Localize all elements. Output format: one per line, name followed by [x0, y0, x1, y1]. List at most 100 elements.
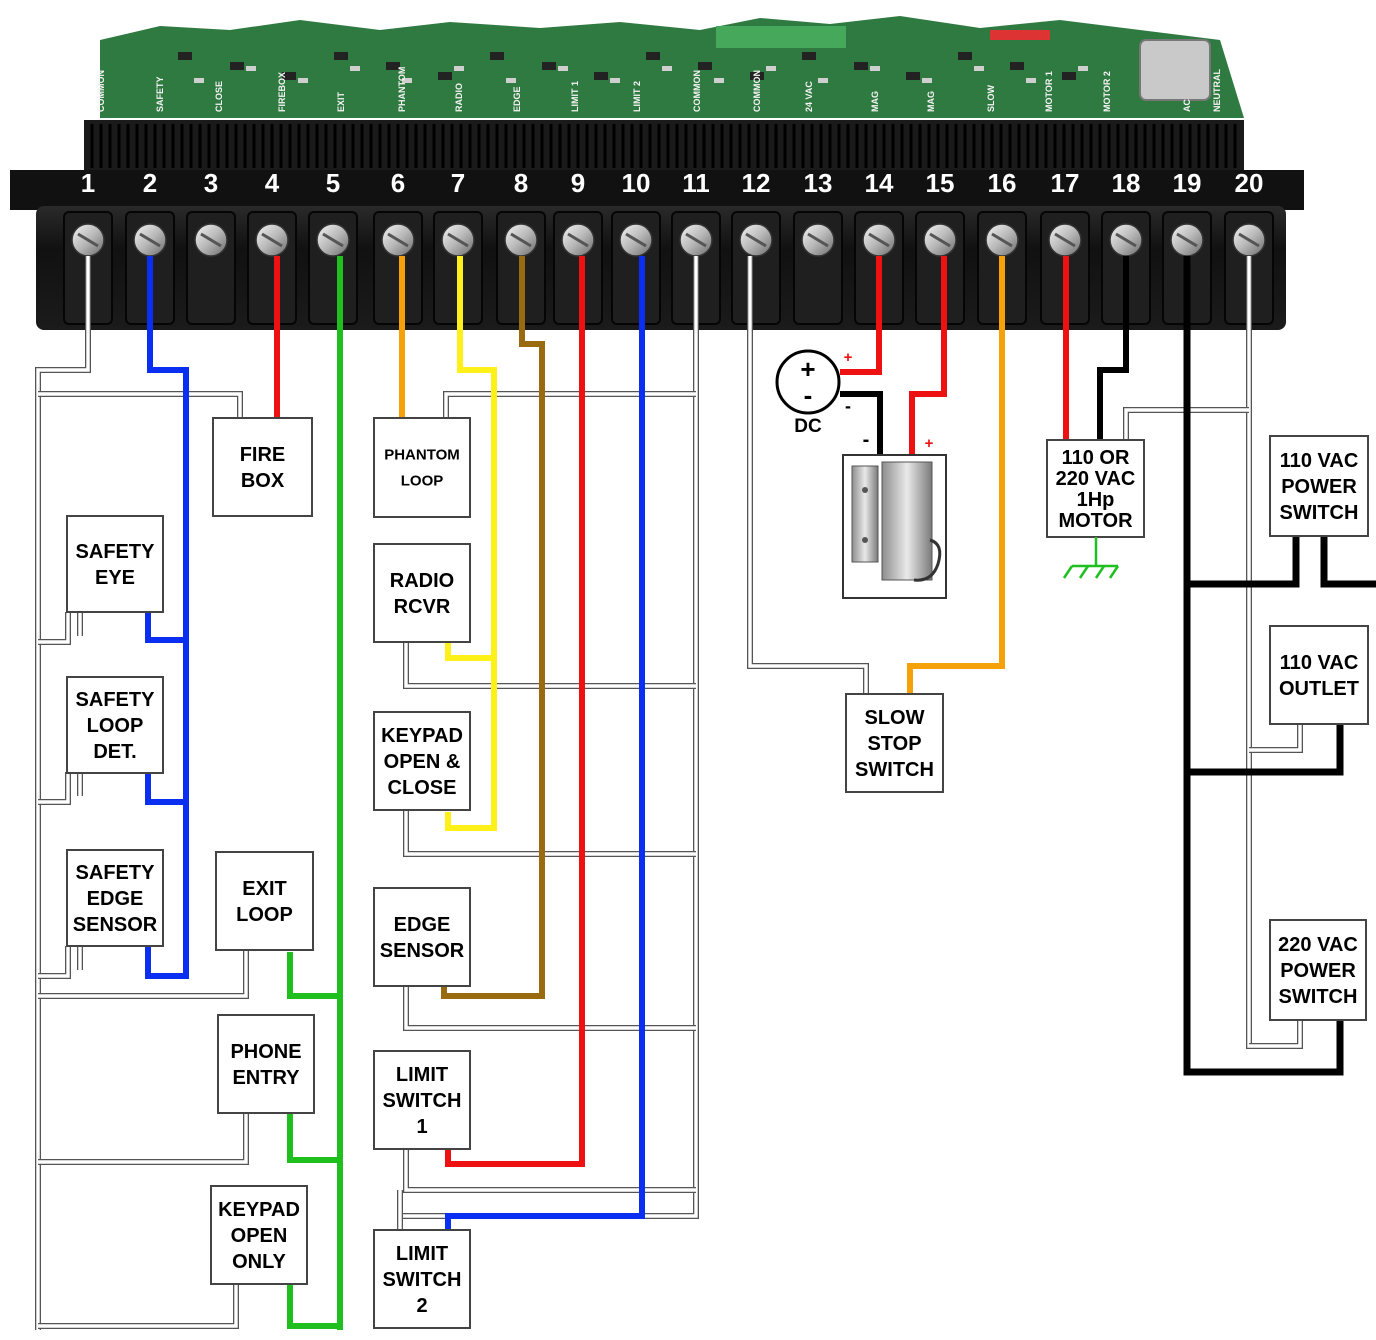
wire-common [404, 642, 696, 688]
wire-common [404, 1148, 696, 1192]
safety-edge-sensor-label: SENSOR [73, 914, 158, 936]
dc-plus-terminal: + [844, 349, 853, 366]
dc-label: DC [794, 416, 822, 437]
mag-lock-screw [862, 487, 868, 493]
pcb-label: MOTOR 1 [1044, 71, 1054, 112]
pcb-label: NEUTRAL [1212, 69, 1222, 112]
wire-common [38, 1112, 249, 1165]
pcb-chip [490, 52, 504, 60]
keypad-open-close-box [373, 711, 471, 811]
pcb-resistor [922, 78, 932, 83]
pcb-resistor [402, 78, 412, 83]
pcb-label: AC [1182, 99, 1192, 112]
power-switch-220vac-box [1269, 919, 1367, 1021]
pcb-chip [1062, 72, 1076, 80]
power-switch-110vac-label: POWER [1281, 476, 1357, 498]
terminal-screw-slot [991, 232, 1013, 248]
wire-common [38, 946, 70, 978]
phantom-loop-label: PHANTOM [384, 447, 460, 464]
wire-colored [145, 256, 189, 979]
terminal-number: 3 [204, 168, 218, 198]
pcb-label: EDGE [512, 86, 522, 112]
wire-common [36, 256, 90, 1330]
wire-colored [1187, 724, 1344, 776]
slow-stop-switch-label: SLOW [865, 707, 925, 729]
limit-switch-1-box [373, 1050, 471, 1150]
wire-common [443, 391, 696, 418]
dc-minus-terminal: - [845, 396, 851, 416]
safety-loop-detector-label: SAFETY [76, 689, 156, 711]
wire-common [1249, 1020, 1302, 1048]
pcb-resistor [1078, 66, 1088, 71]
keypad-open-close-label: CLOSE [388, 777, 457, 799]
wire-common [38, 772, 71, 805]
wire-colored [907, 256, 1005, 694]
safety-eye: SAFETY EYE [66, 515, 164, 613]
wire-common [404, 810, 696, 856]
terminal-number: 16 [988, 168, 1017, 198]
mag-lock-plate [851, 465, 879, 563]
pcb-connector [716, 26, 846, 48]
power-switch-110vac-label: SWITCH [1280, 502, 1359, 524]
gate-motor-label: 110 OR [1062, 447, 1130, 469]
wire-common [1247, 256, 1251, 1048]
terminal-screw-slot [745, 232, 767, 248]
pcb-resistor [350, 66, 360, 71]
mag-lock-magnet [881, 461, 933, 581]
terminal-screw-slot [1176, 232, 1198, 248]
phone-entry-label: ENTRY [232, 1067, 300, 1089]
wire-colored [840, 256, 882, 375]
pcb-resistor [246, 66, 256, 71]
pcb-resistor [558, 66, 568, 71]
terminal-number: 10 [622, 168, 651, 198]
dc-supply: + - DC + - [775, 349, 853, 437]
wire-common [38, 391, 243, 418]
terminal-screw-slot [685, 232, 707, 248]
pcb-label: COMMON [96, 70, 106, 112]
wire-common [38, 1112, 248, 1164]
keypad-open-close-label: KEYPAD [381, 725, 463, 747]
power-switch-220vac-label: SWITCH [1279, 986, 1358, 1008]
safety-eye-box [66, 515, 164, 613]
pcb-fuse [990, 30, 1050, 40]
safety-eye-label: EYE [95, 567, 135, 589]
dc-plus-sign: + [800, 354, 815, 384]
limit-switch-2-box [373, 1229, 471, 1329]
terminal-screw-slot [1115, 232, 1137, 248]
safety-eye-label: SAFETY [76, 541, 156, 563]
wire-colored [287, 952, 340, 999]
wire-common [38, 772, 70, 804]
pcb-chip [282, 72, 296, 80]
edge-sensor-box [373, 887, 471, 987]
wire-colored [840, 391, 883, 456]
safety-edge-sensor-label: SAFETY [76, 862, 156, 884]
wire-common [404, 986, 696, 1030]
dc-supply-symbol [775, 349, 841, 415]
wire-colored [145, 772, 186, 805]
terminal-number: 19 [1173, 168, 1202, 198]
terminal-block-body [10, 170, 1304, 210]
wire-colored [287, 1114, 340, 1163]
limit-switch-1-label: 1 [416, 1116, 427, 1138]
radio-receiver-label: RCVR [394, 596, 451, 618]
pcb-label: LIMIT 2 [632, 81, 642, 112]
pcb-label: SLOW [986, 84, 996, 112]
terminal-number: 15 [926, 168, 955, 198]
wire-colored [441, 256, 545, 999]
wire-common [1124, 408, 1249, 440]
terminal-screw-slot [447, 232, 469, 248]
slow-stop-switch-label: STOP [867, 733, 921, 755]
wire-colored [445, 256, 585, 1167]
terminal-number: 18 [1112, 168, 1141, 198]
mag-lock-cable [913, 538, 942, 582]
wire-colored [287, 1284, 340, 1329]
